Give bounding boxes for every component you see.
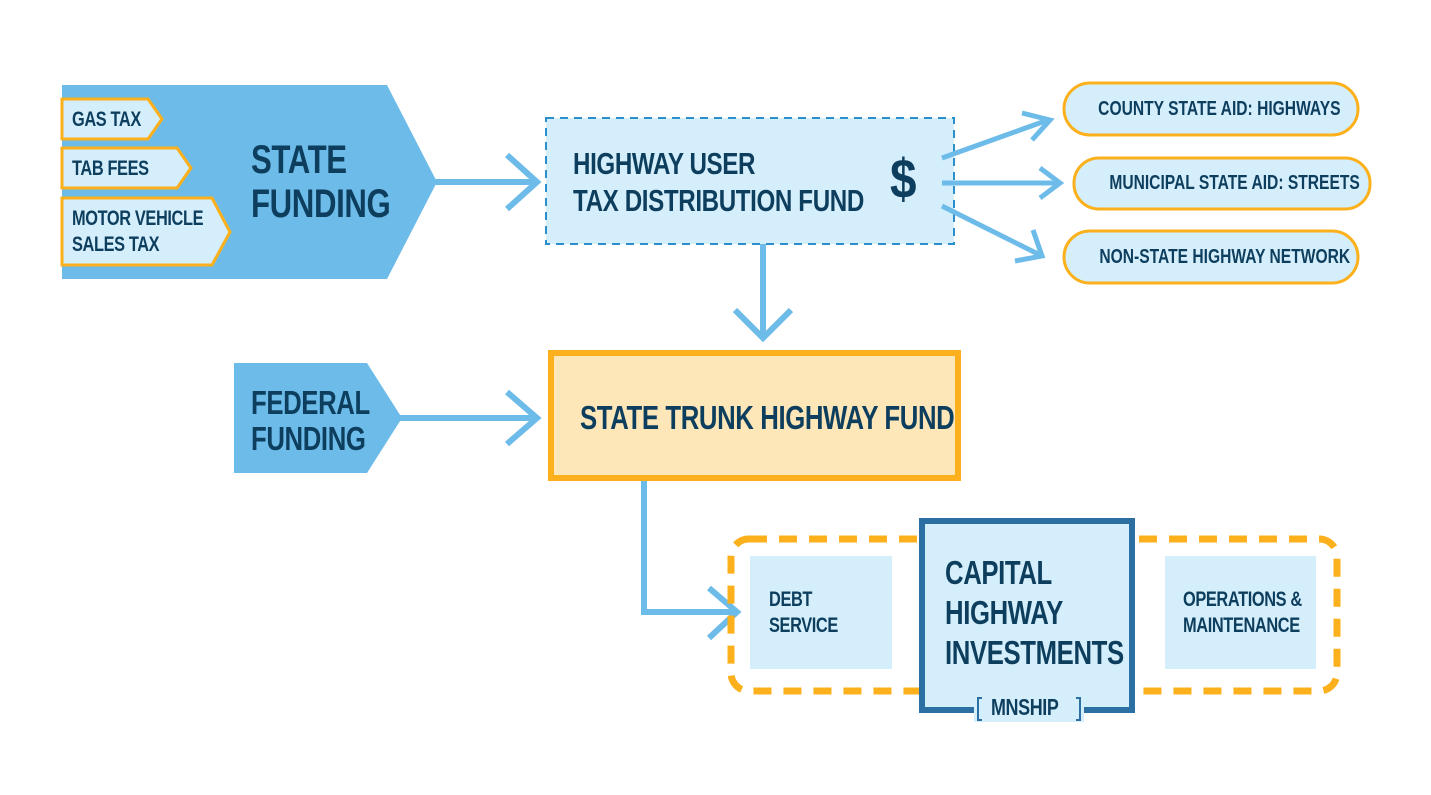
debt-service-line2: SERVICE (769, 614, 838, 637)
source-gas-tax: GAS TAX (72, 108, 141, 131)
state-funding-title-line1: STATE (251, 138, 347, 182)
federal-funding-title-line2: FUNDING (251, 420, 366, 457)
pill-nonstate-label: NON-STATE HIGHWAY NETWORK (1099, 246, 1351, 268)
capital-box (919, 518, 1135, 713)
pill-county-label: COUNTY STATE AID: HIGHWAYS (1098, 98, 1341, 120)
debt-service-line1: DEBT (769, 588, 813, 611)
federal-funding-shape (234, 363, 402, 473)
operations-box (1165, 556, 1316, 669)
capital-line3: INVESTMENTS (945, 634, 1124, 671)
pill-nonstate (1062, 229, 1360, 285)
arrow-federal-to-trunk (400, 389, 542, 447)
source-tab-fees: TAB FEES (72, 157, 149, 180)
hutdf-box (545, 117, 955, 245)
dollar-icon: $ (890, 147, 917, 210)
trunk-fund-box (548, 350, 961, 481)
gas-tax-tag (60, 97, 164, 141)
motor-vehicle-tag (60, 196, 232, 267)
operations-line2: MAINTENANCE (1183, 614, 1300, 637)
arrow-hutdf-to-trunk (732, 244, 794, 343)
arrow-trunk-to-uses (641, 481, 742, 641)
hutdf-title-line1: HIGHWAY USER (573, 146, 756, 181)
state-funding-title-line2: FUNDING (251, 182, 391, 226)
hutdf-title-line2: TAX DISTRIBUTION FUND (573, 183, 864, 218)
operations-line1: OPERATIONS & (1183, 588, 1302, 611)
capital-line2: HIGHWAY (945, 594, 1063, 631)
mnship-tag: MNSHIP (991, 694, 1059, 720)
pill-municipal (1072, 156, 1372, 211)
pill-municipal-label: MUNICIPAL STATE AID: STREETS (1109, 172, 1360, 194)
mnship-brackets (977, 697, 1081, 721)
pill-county (1062, 81, 1360, 137)
arrow-state-to-hutdf (435, 152, 542, 212)
source-motor-vehicle-line1: MOTOR VEHICLE (72, 207, 204, 230)
capital-line1: CAPITAL (945, 554, 1052, 591)
trunk-fund-title: STATE TRUNK HIGHWAY FUND (580, 399, 955, 436)
source-motor-vehicle-line2: SALES TAX (72, 233, 160, 256)
federal-funding-title-line1: FEDERAL (251, 384, 370, 421)
tab-fees-tag (60, 146, 193, 190)
distribution-arrows (940, 110, 1065, 264)
debt-service-box (750, 556, 892, 669)
mnship-tag-bg (974, 696, 1084, 722)
